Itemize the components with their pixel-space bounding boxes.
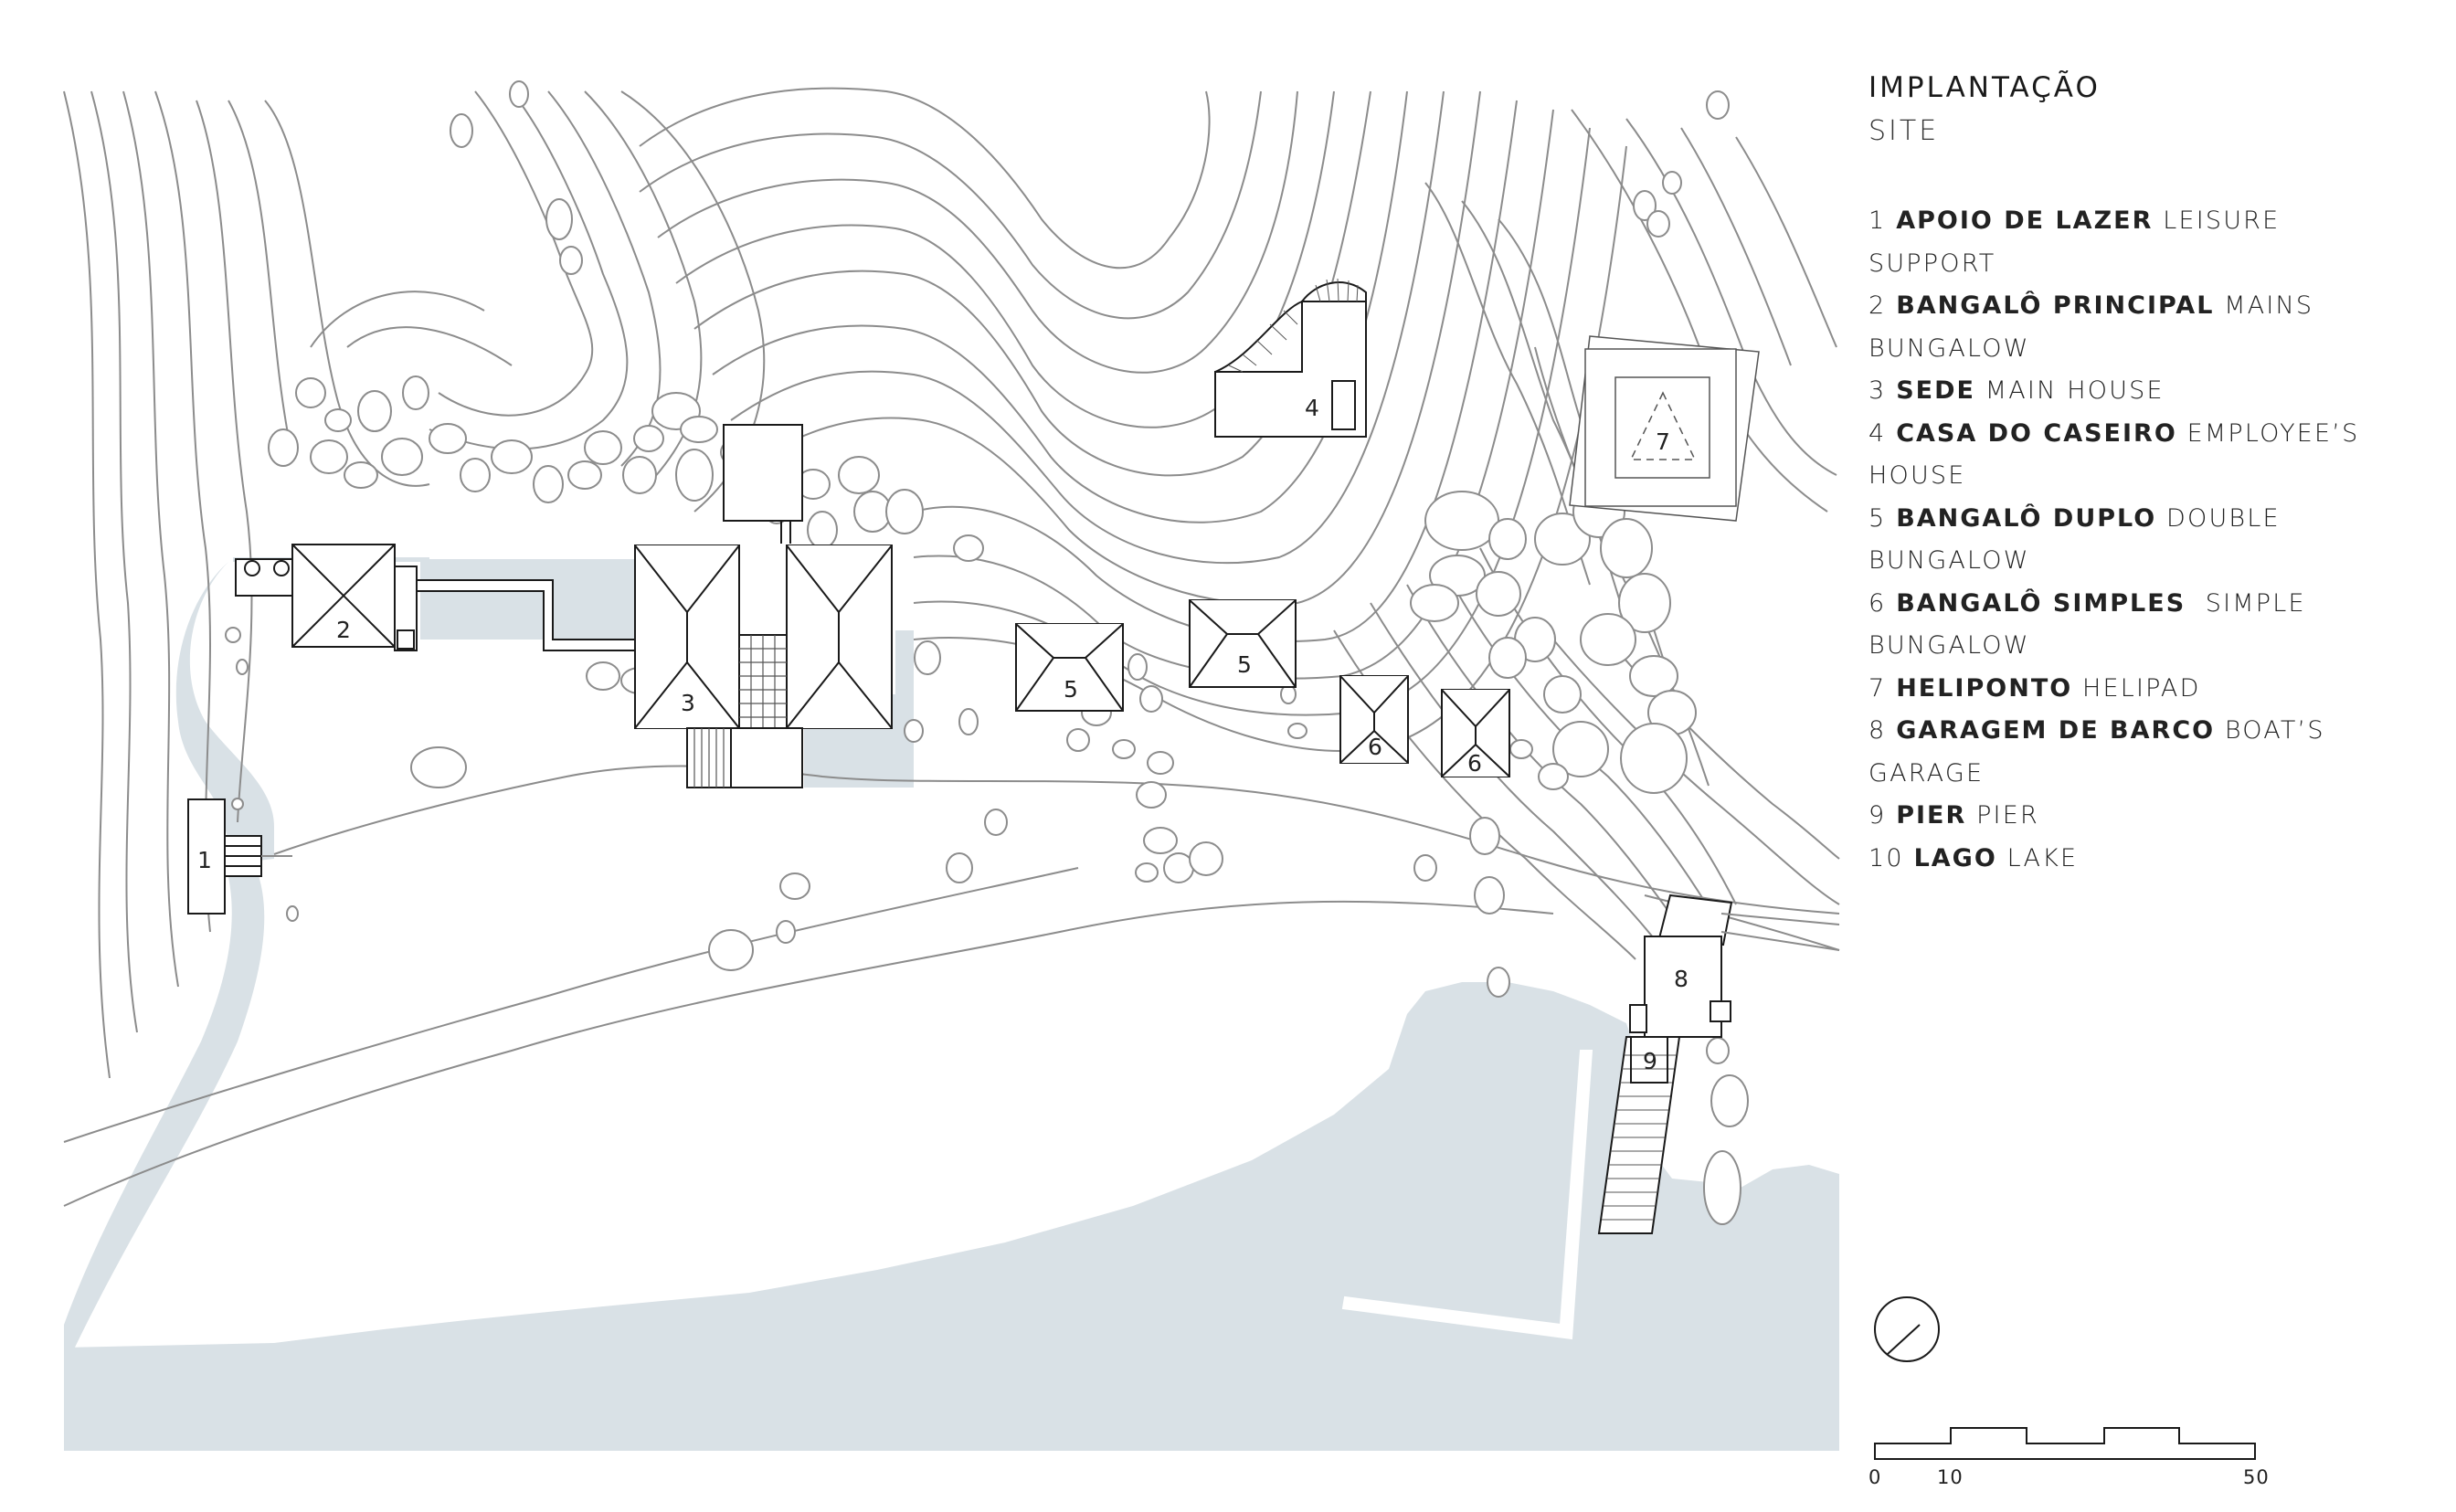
plan-label-1: 1 — [197, 847, 212, 873]
legend-item-10: 10 LAGO LAKE — [1868, 843, 2079, 872]
building-5b-double-bungalow: 5 — [1189, 599, 1297, 688]
building-7-helipad: 7 — [1569, 335, 1760, 522]
scale-label-start: 0 — [1868, 1466, 1882, 1488]
scale-label-end: 50 — [2243, 1466, 2270, 1488]
plan-label-9: 9 — [1643, 1048, 1657, 1074]
scale-label-mid: 10 — [1937, 1466, 1964, 1488]
legend-item-9: 9 PIER PIER — [1868, 801, 2039, 830]
plan-title: IMPLANTAÇÃO — [1868, 71, 2101, 104]
plan-label-7: 7 — [1656, 428, 1670, 455]
building-2-main-bungalow: 2 — [235, 544, 418, 651]
north-arrow-icon — [1874, 1296, 1940, 1362]
plan-label-6a: 6 — [1368, 734, 1382, 760]
legend-item-7: 7 HELIPONTO HELIPAD — [1868, 673, 2201, 703]
scale-bar — [1874, 1427, 2256, 1460]
plan-label-5a: 5 — [1064, 676, 1078, 703]
building-3-main-house: 3 — [634, 424, 893, 788]
pier-walkway — [1341, 1050, 1593, 1340]
building-4-employees-house: 4 — [1214, 278, 1367, 438]
legend: IMPLANTAÇÃO SITE 1 APOIO DE LAZER LEISUR… — [1868, 71, 2417, 880]
buildings: 1 2 — [187, 278, 1840, 1340]
legend-item-3: 3 SEDE MAIN HOUSE — [1868, 376, 2165, 405]
legend-item-5: 5 BANGALÔ DUPLO DOUBLE BUNGALOW — [1868, 503, 2281, 576]
plan-label-2: 2 — [336, 617, 351, 643]
plan-subtitle: SITE — [1868, 115, 1940, 147]
plan-label-6b: 6 — [1467, 750, 1482, 777]
legend-item-2: 2 BANGALÔ PRINCIPAL MAINS BUNGALOW — [1868, 291, 2314, 363]
building-8-boat-garage: 8 — [1629, 893, 1733, 1038]
legend-item-6: 6 BANGALÔ SIMPLES SIMPLE BUNGALOW — [1868, 588, 2316, 661]
building-6a-simple-bungalow: 6 — [1339, 675, 1409, 764]
plan-label-8: 8 — [1674, 966, 1688, 992]
legend-item-4: 4 CASA DO CASEIRO EMPLOYEE’S HOUSE — [1868, 418, 2360, 491]
legend-item-1: 1 APOIO DE LAZER LEISURE SUPPORT — [1868, 206, 2281, 278]
building-1-leisure-support: 1 — [187, 798, 292, 915]
building-5a-double-bungalow: 5 — [1015, 623, 1124, 712]
legend-list: 1 APOIO DE LAZER LEISURE SUPPORT 2 BANGA… — [1868, 200, 2417, 880]
plan-label-4: 4 — [1305, 395, 1319, 421]
building-6b-simple-bungalow: 6 — [1441, 689, 1510, 777]
plan-label-3: 3 — [681, 690, 695, 716]
legend-item-8: 8 GARAGEM DE BARCO BOAT’S GARAGE — [1868, 716, 2325, 788]
building-9-pier: 9 — [1597, 1036, 1681, 1234]
plan-label-5b: 5 — [1237, 651, 1252, 678]
